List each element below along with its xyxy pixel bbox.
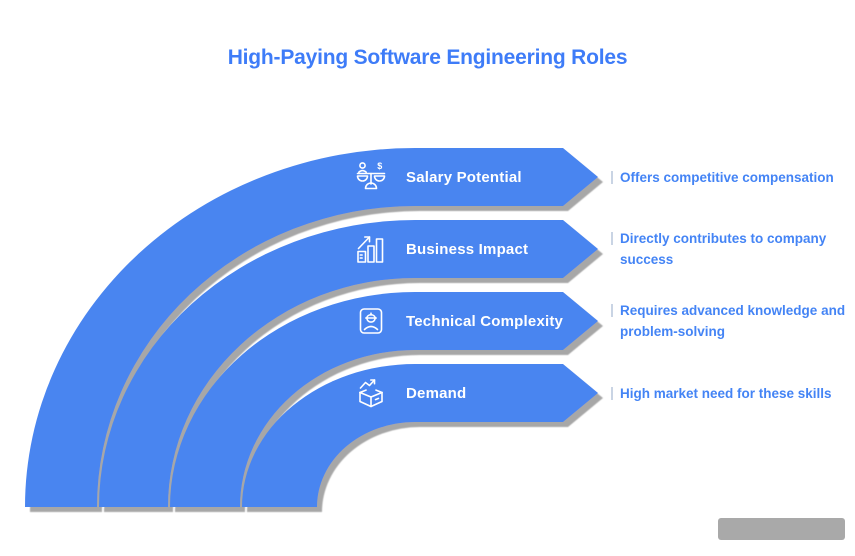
balance-scale-icon: $ [356, 161, 386, 190]
band-label: Business Impact [406, 240, 529, 258]
band-label: Technical Complexity [406, 312, 564, 330]
band-row-technical-complexity: Technical Complexity [353, 292, 563, 350]
watermark-badge [718, 518, 845, 540]
arc-band-demand [242, 364, 598, 507]
band-description-business-impact: Directly contributes to company success [611, 220, 851, 278]
band-description-salary-potential: Offers competitive compensation [611, 148, 851, 206]
page-title: High-Paying Software Engineering Roles [227, 46, 628, 69]
band-description-demand: High market need for these skills [611, 364, 851, 422]
band-description-text: High market need for these skills [611, 383, 832, 404]
band-description-text: Requires advanced knowledge and problem-… [611, 300, 851, 342]
band-label: Demand [406, 384, 467, 402]
band-row-salary-potential: $ Salary Potential [353, 148, 522, 206]
band-label: Salary Potential [406, 168, 522, 186]
arc-band-business-impact [99, 220, 598, 507]
arc-band-technical-complexity [170, 292, 598, 507]
band-description-technical-complexity: Requires advanced knowledge and problem-… [611, 292, 851, 350]
open-box-trend-icon [359, 379, 383, 408]
band-row-demand: Demand [353, 364, 466, 422]
svg-text:$: $ [377, 161, 382, 171]
engineer-badge-icon [359, 308, 383, 334]
band-row-business-impact: Business Impact [353, 220, 528, 278]
band-description-text: Directly contributes to company success [611, 228, 851, 270]
band-description-text: Offers competitive compensation [611, 167, 834, 188]
bar-chart-growth-icon [357, 236, 384, 263]
arc-band-salary-potential [25, 148, 598, 507]
